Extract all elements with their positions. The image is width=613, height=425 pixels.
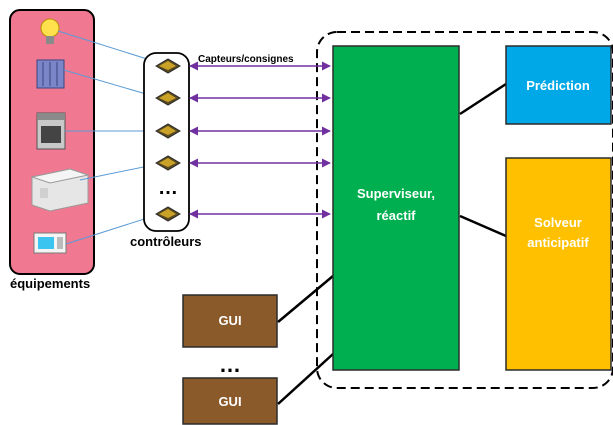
prediction-label: Prédiction [526,78,590,93]
connectors [277,82,507,405]
sensor-setpoint-arrows [189,61,331,219]
microwave-icon [33,232,67,254]
stove-icon [36,112,66,150]
controller-chip-icon [155,155,181,171]
controllers-panel [143,52,190,232]
gui-box-bottom [182,377,278,425]
gui-ellipsis: … [219,352,241,377]
gui-label-top: GUI [218,313,241,328]
gui-label-bottom: GUI [218,394,241,409]
washing-machine-icon [30,168,90,212]
gui-box-top [182,294,278,348]
controleurs-label: contrôleurs [130,234,202,249]
solveur-label-line1: Solveur [534,215,582,230]
controller-chip-icon [155,206,181,222]
radiator-icon [36,59,65,89]
controller-chip-icon [155,90,181,106]
controller-chip-icon [155,58,181,74]
light-bulb-icon [40,18,60,44]
solveur-label-line2: anticipatif [527,235,589,250]
superviseur-label-line1: Superviseur, [357,186,435,201]
equipements-label: équipements [10,276,90,291]
controller-chip-icon [155,123,181,139]
solveur-box [505,157,612,371]
superviseur-box [332,45,460,371]
controllers-ellipsis: … [158,177,178,199]
superviseur-label-line2: réactif [376,208,416,223]
prediction-box [505,45,612,125]
capteurs-consignes-label: Capteurs/consignes [198,54,294,65]
